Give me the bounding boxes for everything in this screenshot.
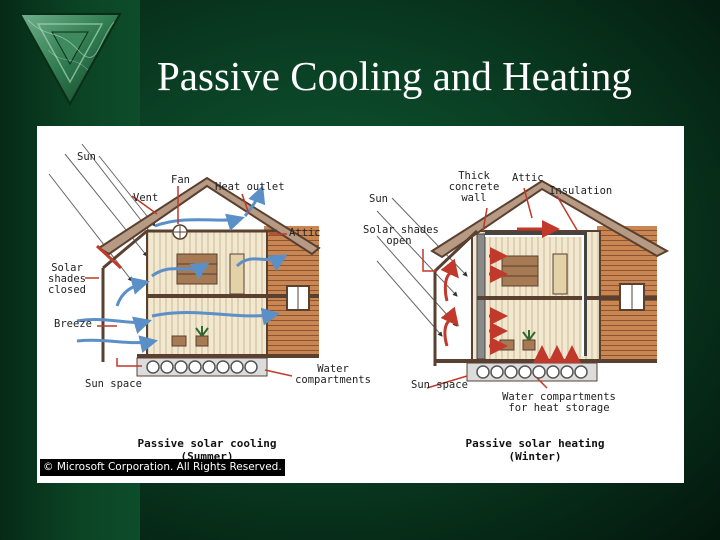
label-water-compartments-summer: Water compartments: [295, 363, 371, 386]
label-solar-shades-closed: Solar shades closed: [48, 262, 86, 296]
label-water-compartments-winter: Water compartments for heat storage: [502, 391, 616, 414]
summer-sun-rays: [48, 143, 158, 282]
label-attic-summer: Attic: [289, 227, 321, 239]
label-sun-space-winter: Sun space: [411, 379, 468, 391]
passive-solar-diagram: [48, 143, 670, 389]
winter-house: [376, 179, 670, 389]
summer-house: [48, 143, 321, 377]
label-heat-outlet: Heat outlet: [215, 181, 285, 193]
copyright-notice: © Microsoft Corporation. All Rights Rese…: [40, 459, 285, 476]
label-breeze: Breeze: [54, 318, 92, 330]
label-vent: Vent: [133, 192, 159, 204]
diagram-panel: Sun Fan Vent Heat outlet Attic Solar sha…: [37, 126, 684, 483]
label-sun-winter: Sun: [369, 193, 388, 205]
label-sun-summer: Sun: [77, 151, 96, 163]
label-thick-concrete-wall: Thick concrete wall: [448, 170, 500, 204]
label-attic-winter: Attic: [512, 172, 544, 184]
caption-winter: Passive solar heating (Winter): [465, 437, 605, 463]
slide-title: Passive Cooling and Heating: [157, 53, 632, 99]
winter-sun-rays: [376, 197, 468, 337]
label-insulation: Insulation: [549, 185, 613, 197]
label-fan: Fan: [171, 174, 190, 186]
label-sun-space-summer: Sun space: [85, 378, 142, 390]
marble-triangle-logo: [18, 13, 122, 106]
label-solar-shades-open: Solar shades open: [363, 224, 439, 247]
